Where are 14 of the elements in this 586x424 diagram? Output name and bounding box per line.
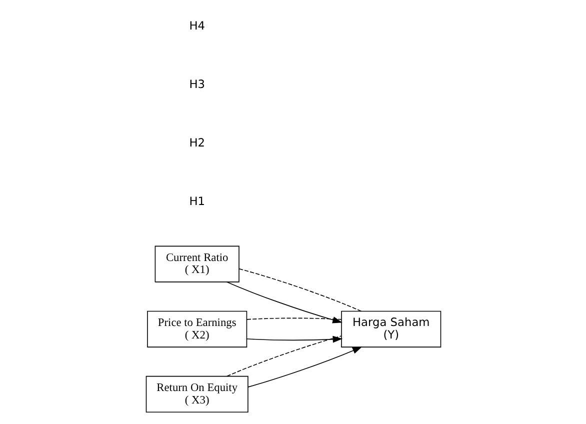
arrow: [247, 346, 362, 388]
connector: [246, 318, 342, 320]
node-box: Return On Equity ( X3): [145, 376, 248, 413]
label: H4: [188, 18, 204, 33]
node-box: Current Ratio ( X1): [154, 246, 239, 282]
connector: [238, 268, 362, 312]
label: H1: [188, 194, 204, 208]
node-box: Price to Earnings ( X2): [146, 310, 247, 348]
arrow: [226, 282, 342, 324]
label: H3: [188, 77, 204, 92]
arrow: [246, 336, 342, 343]
label: H2: [188, 136, 204, 150]
connector: [226, 336, 342, 377]
node-box: Harga Saham (Y): [340, 310, 441, 348]
